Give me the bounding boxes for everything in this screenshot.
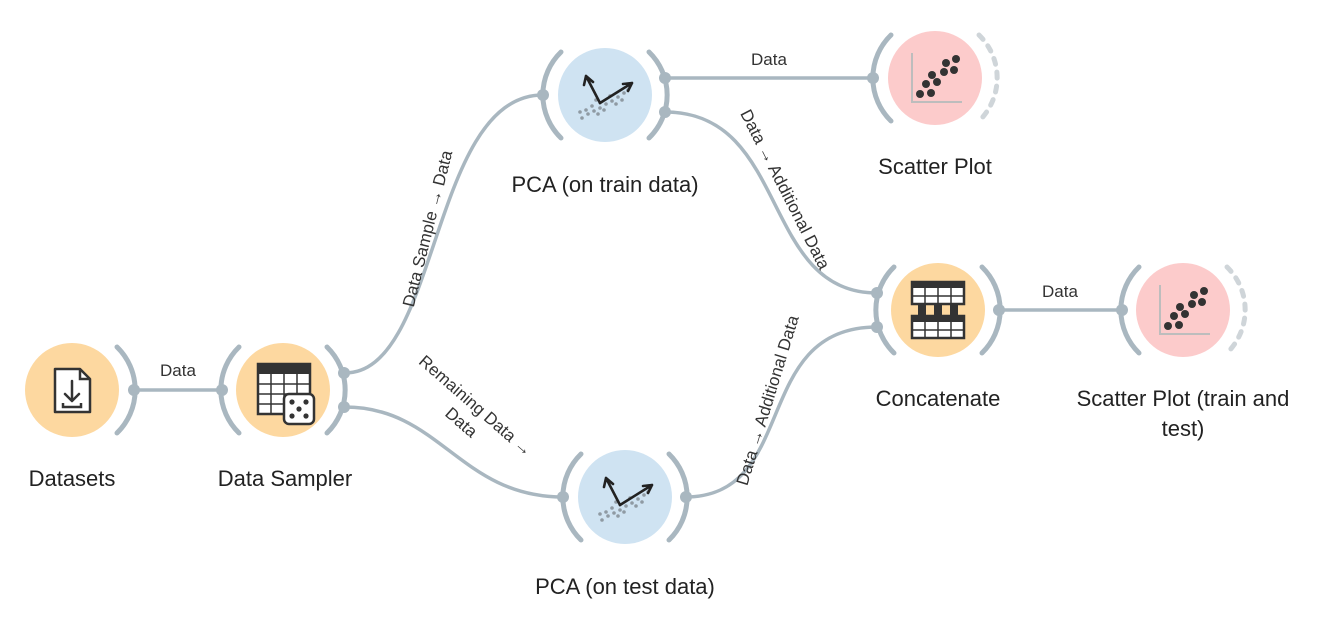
node-title: Data Sampler xyxy=(218,466,353,491)
pca-axes-icon xyxy=(578,74,634,120)
output-bracket-inactive xyxy=(1224,264,1248,356)
link-label-sampler-to-pca-train: Data Sample → Data xyxy=(399,148,456,309)
node-title-line2: test) xyxy=(1162,416,1205,441)
link-pca-train-to-concat[interactable] xyxy=(664,110,878,295)
node-body xyxy=(578,450,672,544)
node-scatter-plot[interactable]: Scatter Plot xyxy=(867,31,1000,179)
node-concatenate[interactable]: Concatenate xyxy=(871,263,1005,411)
output-bracket-inactive xyxy=(976,32,1000,124)
output-bracket xyxy=(324,344,348,436)
scatter-plot-icon xyxy=(1159,285,1210,335)
link-sampler-to-pca-test[interactable] xyxy=(344,405,564,499)
links xyxy=(134,76,1122,499)
link-label-pca-test-to-concat: Data → Additional Data xyxy=(733,313,803,488)
node-datasets[interactable]: Datasets xyxy=(25,343,140,491)
output-port-1[interactable] xyxy=(659,72,671,84)
node-pca-test[interactable]: PCA (on test data) xyxy=(535,450,715,599)
link-label-sampler-to-pca-test: Remaining Data → Data xyxy=(415,352,536,461)
output-port[interactable] xyxy=(680,491,692,503)
link-sampler-to-pca-train[interactable] xyxy=(344,93,544,375)
input-port-1[interactable] xyxy=(871,287,883,299)
input-port[interactable] xyxy=(867,72,879,84)
node-pca-train[interactable]: PCA (on train data) xyxy=(511,48,699,197)
node-body xyxy=(1136,263,1230,357)
input-port-2[interactable] xyxy=(871,321,883,333)
node-title: PCA (on train data) xyxy=(511,172,698,197)
node-body xyxy=(558,48,652,142)
input-port[interactable] xyxy=(1116,304,1128,316)
table-dice-icon xyxy=(256,362,316,426)
node-title: Datasets xyxy=(29,466,116,491)
link-label-sampler-to-pca-test-line1: Remaining Data → xyxy=(415,352,536,461)
output-bracket xyxy=(646,49,670,141)
file-download-icon xyxy=(53,367,92,414)
output-port-sample[interactable] xyxy=(338,367,350,379)
node-title-line1: Scatter Plot (train and xyxy=(1077,386,1290,411)
link-label-pca-train-to-scatter: Data xyxy=(751,50,787,69)
input-bracket xyxy=(873,264,897,356)
input-port[interactable] xyxy=(216,384,228,396)
link-label-pca-train-to-concat: Data → Additional Data xyxy=(736,106,833,273)
link-pca-test-to-concat[interactable] xyxy=(684,325,878,499)
node-scatter-plot-train-test[interactable]: Scatter Plot (train and test) xyxy=(1077,263,1290,441)
node-body xyxy=(888,31,982,125)
node-data-sampler[interactable]: Data Sampler xyxy=(216,343,352,491)
output-port[interactable] xyxy=(128,384,140,396)
output-port-2[interactable] xyxy=(659,106,671,118)
concatenate-table-icon xyxy=(910,280,966,340)
scatter-plot-icon xyxy=(911,53,962,103)
node-title: Scatter Plot xyxy=(878,154,992,179)
node-title: Concatenate xyxy=(876,386,1001,411)
output-port-remaining[interactable] xyxy=(338,401,350,413)
node-title: PCA (on test data) xyxy=(535,574,715,599)
input-port[interactable] xyxy=(557,491,569,503)
output-port[interactable] xyxy=(993,304,1005,316)
link-label-datasets-to-sampler: Data xyxy=(160,361,196,380)
pca-axes-icon xyxy=(598,476,654,522)
input-port[interactable] xyxy=(537,89,549,101)
link-label-concat-to-scatter: Data xyxy=(1042,282,1078,301)
